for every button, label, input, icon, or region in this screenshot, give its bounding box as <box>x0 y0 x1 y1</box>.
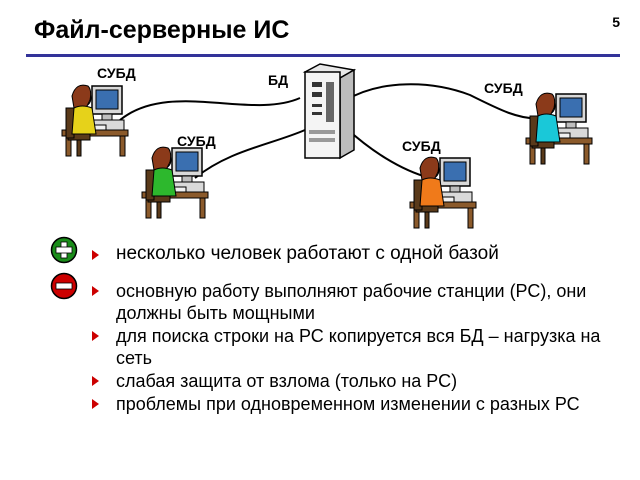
slide-number: 5 <box>612 14 620 30</box>
workstation-icon <box>61 84 129 157</box>
bullet-marker <box>92 376 99 386</box>
con-item: проблемы при одновременном изменении с р… <box>92 393 626 415</box>
network-diagram: БД СУБД СУБД СУБД СУБД <box>61 63 593 229</box>
bullet-marker <box>92 250 99 260</box>
con-item-text: проблемы при одновременном изменении с р… <box>116 394 580 414</box>
con-item-text: основную работу выполняют рабочие станци… <box>116 281 587 323</box>
con-item: слабая защита от взлома (только на РС) <box>92 370 626 392</box>
con-item-text: для поиска строки на РС копируется вся Б… <box>116 326 601 368</box>
con-item-text: слабая защита от взлома (только на РС) <box>116 371 458 391</box>
con-item: для поиска строки на РС копируется вся Б… <box>92 325 626 369</box>
plus-icon <box>50 236 78 264</box>
title-underline <box>26 54 620 57</box>
workstation-icon <box>409 156 477 229</box>
workstation-icon <box>525 92 593 165</box>
bullet-marker <box>92 286 99 296</box>
minus-icon <box>50 272 78 300</box>
con-item: основную работу выполняют рабочие станци… <box>92 280 626 324</box>
client-label: СУБД <box>402 138 441 154</box>
server-icon <box>302 63 357 160</box>
slide-title: Файл-серверные ИС <box>34 16 290 44</box>
cons-list: основную работу выполняют рабочие станци… <box>92 280 626 416</box>
workstation-icon <box>141 146 209 219</box>
bullet-marker <box>92 331 99 341</box>
bullet-marker <box>92 399 99 409</box>
client-label: СУБД <box>177 133 216 149</box>
client-label: СУБД <box>484 80 523 96</box>
client-label: СУБД <box>97 65 136 81</box>
network-cables <box>119 83 541 179</box>
pro-item: несколько человек работают с одной базой <box>116 243 499 264</box>
server-label: БД <box>268 72 288 88</box>
